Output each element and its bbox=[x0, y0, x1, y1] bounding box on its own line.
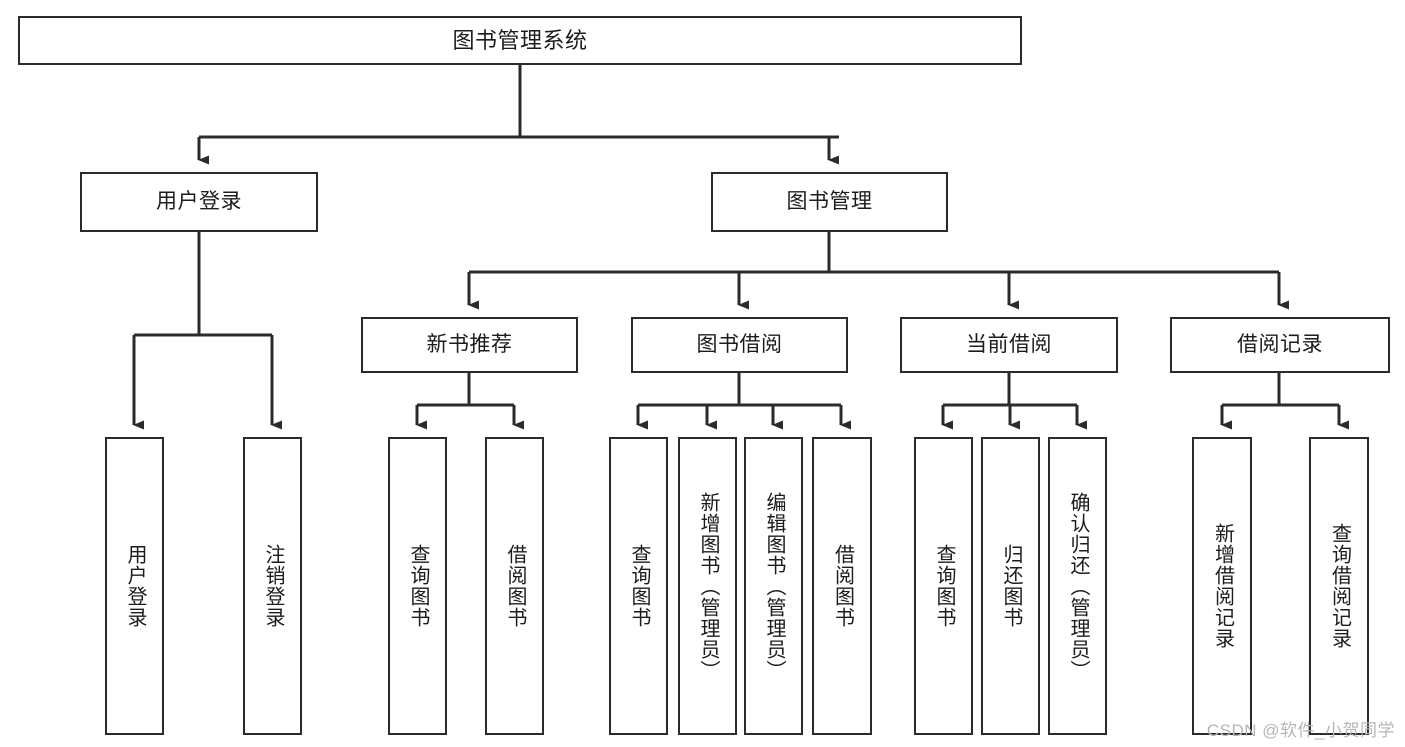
leaf-new-book-query[interactable]: 查询图书 bbox=[388, 437, 447, 735]
node-label: 新增图书（管理员） bbox=[697, 491, 719, 681]
node-label: 新书推荐 bbox=[426, 332, 513, 356]
leaf-borrow-record-query[interactable]: 查询借阅记录 bbox=[1309, 437, 1369, 735]
node-label: 图书借阅 bbox=[696, 332, 783, 356]
leaf-book-borrow-query[interactable]: 查询图书 bbox=[609, 437, 668, 735]
node-label: 用户登录 bbox=[124, 544, 146, 628]
node-label: 借阅图书 bbox=[504, 544, 526, 628]
node-label: 编辑图书（管理员） bbox=[763, 491, 785, 681]
node-label: 用户登录 bbox=[156, 189, 242, 213]
csdn-watermark: CSDN @软件_小贺同学 bbox=[1206, 721, 1395, 740]
leaf-new-book-borrow[interactable]: 借阅图书 bbox=[485, 437, 544, 735]
node-label: 新增借阅记录 bbox=[1211, 523, 1234, 649]
node-label: 查询图书 bbox=[407, 544, 429, 628]
node-user-login[interactable]: 用户登录 bbox=[80, 172, 318, 232]
node-label: 注销登录 bbox=[262, 544, 284, 628]
node-label: 图书管理系统 bbox=[452, 27, 588, 53]
leaf-book-borrow-add[interactable]: 新增图书（管理员） bbox=[678, 437, 737, 735]
node-new-book-recommend[interactable]: 新书推荐 bbox=[361, 317, 578, 373]
node-book-borrow[interactable]: 图书借阅 bbox=[631, 317, 848, 373]
node-label: 借阅图书 bbox=[831, 544, 854, 628]
leaf-book-borrow-borrow[interactable]: 借阅图书 bbox=[812, 437, 872, 735]
node-label: 查询借阅记录 bbox=[1328, 523, 1351, 649]
node-book-management[interactable]: 图书管理 bbox=[711, 172, 948, 232]
leaf-current-borrow-return[interactable]: 归还图书 bbox=[981, 437, 1040, 735]
node-label: 图书管理 bbox=[786, 189, 873, 213]
node-current-borrow[interactable]: 当前借阅 bbox=[900, 317, 1118, 373]
leaf-book-borrow-edit[interactable]: 编辑图书（管理员） bbox=[744, 437, 803, 735]
node-label: 归还图书 bbox=[1000, 544, 1022, 628]
leaf-user-login-logout[interactable]: 注销登录 bbox=[243, 437, 302, 735]
node-label: 确认归还（管理员） bbox=[1067, 491, 1089, 681]
node-label: 查询图书 bbox=[933, 544, 955, 628]
leaf-current-borrow-confirm[interactable]: 确认归还（管理员） bbox=[1048, 437, 1107, 735]
leaf-user-login-login[interactable]: 用户登录 bbox=[105, 437, 164, 735]
leaf-borrow-record-add[interactable]: 新增借阅记录 bbox=[1192, 437, 1252, 735]
node-label: 查询图书 bbox=[628, 544, 650, 628]
node-label: 借阅记录 bbox=[1237, 332, 1323, 356]
node-label: 当前借阅 bbox=[966, 332, 1052, 356]
leaf-current-borrow-query[interactable]: 查询图书 bbox=[914, 437, 973, 735]
node-borrow-record[interactable]: 借阅记录 bbox=[1170, 317, 1390, 373]
node-root-system[interactable]: 图书管理系统 bbox=[18, 16, 1022, 65]
